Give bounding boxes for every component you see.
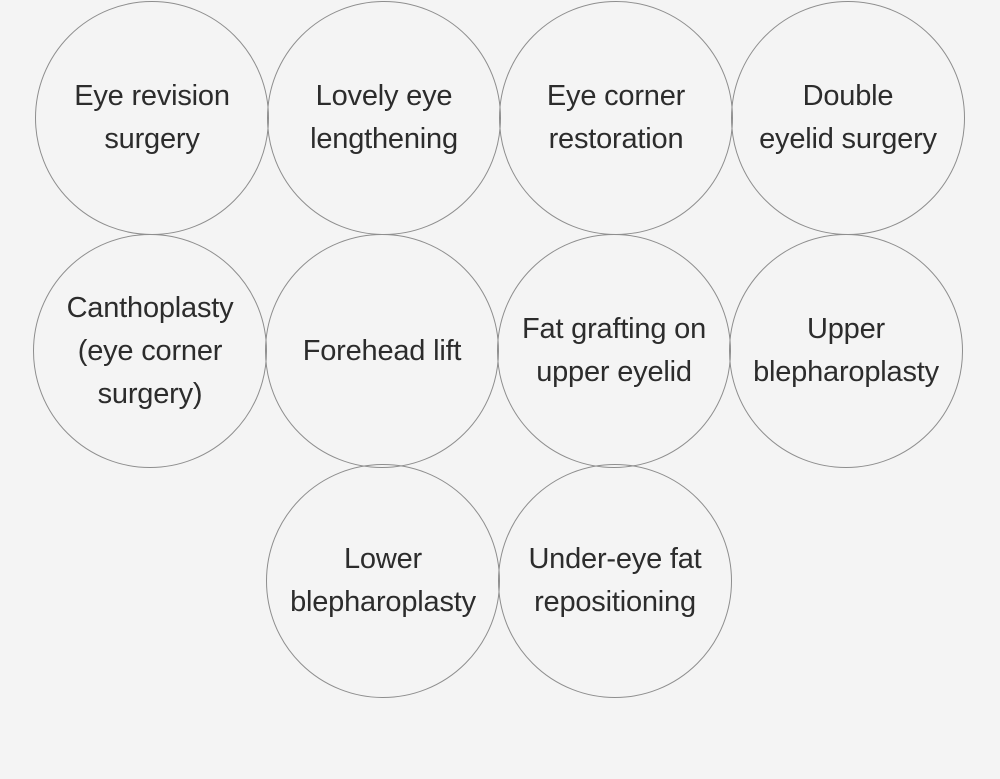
circle-label: Canthoplasty (eye corner surgery) — [66, 291, 234, 410]
circle-label: Double eyelid surgery — [759, 80, 937, 155]
circle-forehead-lift: Forehead lift — [265, 234, 499, 468]
circle-lovely-eye-lengthening: Lovely eye lengthening — [267, 1, 501, 235]
circle-under-eye-fat-repositioning: Under-eye fat repositioning — [498, 464, 732, 698]
circle-upper-blepharoplasty: Upper blepharoplasty — [729, 234, 963, 468]
circle-lower-blepharoplasty: Lower blepharoplasty — [266, 464, 500, 698]
circle-fat-grafting-upper-eyelid: Fat grafting on upper eyelid — [497, 234, 731, 468]
circle-label: Lovely eye lengthening — [310, 80, 458, 155]
circle-label: Eye revision surgery — [74, 80, 230, 155]
circle-label: Fat grafting on upper eyelid — [522, 313, 706, 388]
circle-label: Forehead lift — [302, 334, 462, 367]
circle-label: Under-eye fat repositioning — [528, 543, 702, 618]
circle-canthoplasty: Canthoplasty (eye corner surgery) — [33, 234, 267, 468]
circle-eye-corner-restoration: Eye corner restoration — [499, 1, 733, 235]
circle-label: Upper blepharoplasty — [753, 313, 939, 388]
circle-double-eyelid-surgery: Double eyelid surgery — [731, 1, 965, 235]
circle-label: Lower blepharoplasty — [290, 543, 476, 618]
circle-label: Eye corner restoration — [546, 80, 686, 155]
circle-eye-revision-surgery: Eye revision surgery — [35, 1, 269, 235]
